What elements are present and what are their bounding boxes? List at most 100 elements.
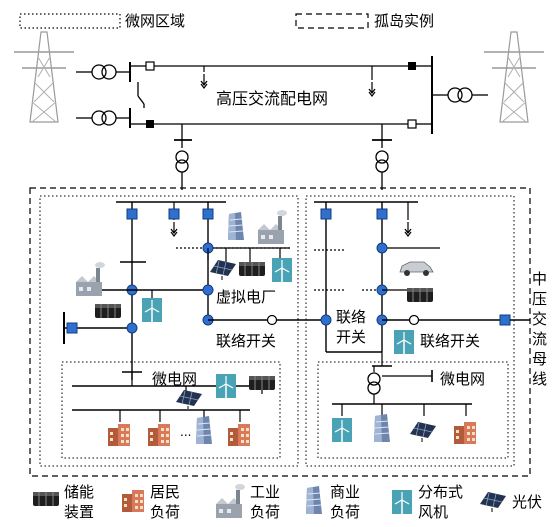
hv-transformer-bottom-icon [91,110,117,126]
bus-breaker [126,208,138,220]
microgrid-transformer-icon [367,372,381,395]
tie-switch-mid-label-1: 联络 [336,308,366,326]
hv-transformer-right-icon [447,87,473,103]
solar-panel-icon [209,259,237,281]
bus-breaker [202,208,214,220]
battery-storage-icon [238,261,266,277]
legend-industrial-line2: 负荷 [250,503,280,521]
commercial-load-icon [227,211,245,241]
left-transmission-tower-icon [13,31,75,123]
right-microgrid-region [305,195,515,467]
legend-wind-turbine-icon [391,489,413,515]
svg-text:交: 交 [532,310,547,328]
legend-battery-storage-icon [32,491,60,507]
bus-breaker [168,208,180,220]
legend-residential-line1: 居民 [150,483,180,501]
battery-storage-icon [94,303,122,319]
open-breaker-1 [145,61,155,71]
left-network [63,201,326,422]
electric-vehicle-icon [399,261,434,277]
mv-transformer-right-icon [375,150,389,173]
dotted-region-swatch [19,13,121,29]
left-sub-microgrid-region [61,361,281,459]
legend-storage-line1: 储能 [64,483,94,501]
legend-residential-line2: 负荷 [150,503,180,521]
open-breaker-2 [407,119,417,129]
bus-breaker [499,314,511,326]
legend-industrial-load-icon [216,484,245,518]
tie-switch-mid-label-2: 开关 [336,328,366,346]
legend-pv-line1: 光伏 [512,493,542,511]
legend-residential-load-icon [122,490,144,512]
bus-breaker [376,208,388,220]
closed-breaker-2 [146,120,154,128]
bottom-legend: 储能 装置 居民 负荷 工业 负荷 商业 负荷 分布式 风机 光伏 [32,483,542,521]
residential-load-icon [148,424,170,446]
virtual-power-plant-label: 虚拟电厂 [216,288,276,306]
hv-load-arrow-2 [368,81,376,97]
load-arrow-icon [170,221,178,237]
legend-wind-line1: 分布式 [418,483,463,501]
bus-node [202,284,214,296]
tie-switch-left-label: 联络开关 [216,332,276,350]
hv-load-arrow-1 [200,73,208,89]
residential-load-icon [228,424,250,446]
svg-text:压: 压 [532,290,547,308]
legend-commercial-load-icon [305,485,323,515]
microgrid-right-label: 微电网 [440,370,485,388]
microgrid-left-label: 微电网 [152,370,197,388]
bus-node [376,242,388,254]
dotted-region-label: 微网区域 [125,12,185,30]
wind-turbine-icon [331,417,353,443]
left-microgrid-region [39,195,299,467]
svg-text:流: 流 [532,330,547,348]
tie-switch-open [266,314,278,326]
bus-node [320,314,332,326]
residential-load-icon [108,424,130,446]
closed-breaker-1 [408,62,416,70]
bus-breaker [320,208,332,220]
legend-commercial-line1: 商业 [330,483,360,501]
solar-panel-icon [409,421,437,443]
battery-storage-icon [248,375,276,391]
legend-solar-panel-icon [479,491,507,513]
industrial-load-icon [258,210,287,244]
hv-network-label: 高压交流配电网 [216,89,328,108]
load-arrow-icon [404,221,412,237]
residential-load-icon [454,422,476,444]
legend-wind-line2: 风机 [418,503,448,521]
commercial-load-icon [195,415,213,445]
legend-industrial-line1: 工业 [250,483,280,501]
commercial-load-icon [373,413,391,443]
right-network [314,201,530,416]
industrial-load-icon [76,262,105,296]
dashed-region-label: 孤岛实例 [374,12,434,30]
right-transmission-tower-icon [483,31,545,123]
wind-turbine-icon [271,257,293,283]
legend-storage-line2: 装置 [64,503,94,521]
island-instance-boundary [29,187,531,477]
svg-text:母: 母 [532,350,547,368]
tie-switch-open [408,314,420,326]
top-legend: 微网区域 孤岛实例 [19,12,434,30]
dashed-region-swatch [295,13,369,29]
mv-transformer-left-icon [175,150,189,173]
mv-bus-label: 中 压 交 流 母 线 [532,270,547,388]
wind-turbine-icon [141,297,163,323]
solar-panel-icon [175,389,203,411]
ellipsis-label: ... [180,425,191,439]
svg-text:线: 线 [532,370,547,388]
wind-turbine-icon [393,329,415,355]
legend-commercial-line2: 负荷 [330,503,360,521]
wind-turbine-icon [215,373,237,399]
hv-network: 高压交流配电网 [76,56,488,190]
right-sub-microgrid-region [317,361,509,459]
equipment-icons: ... [76,210,476,446]
bus-breaker [66,322,78,334]
battery-storage-icon [406,287,434,303]
tie-switch-right-label: 联络开关 [420,332,480,350]
svg-text:中: 中 [532,270,547,288]
bus-node [126,322,138,334]
hv-transformer-top-icon [91,64,117,80]
